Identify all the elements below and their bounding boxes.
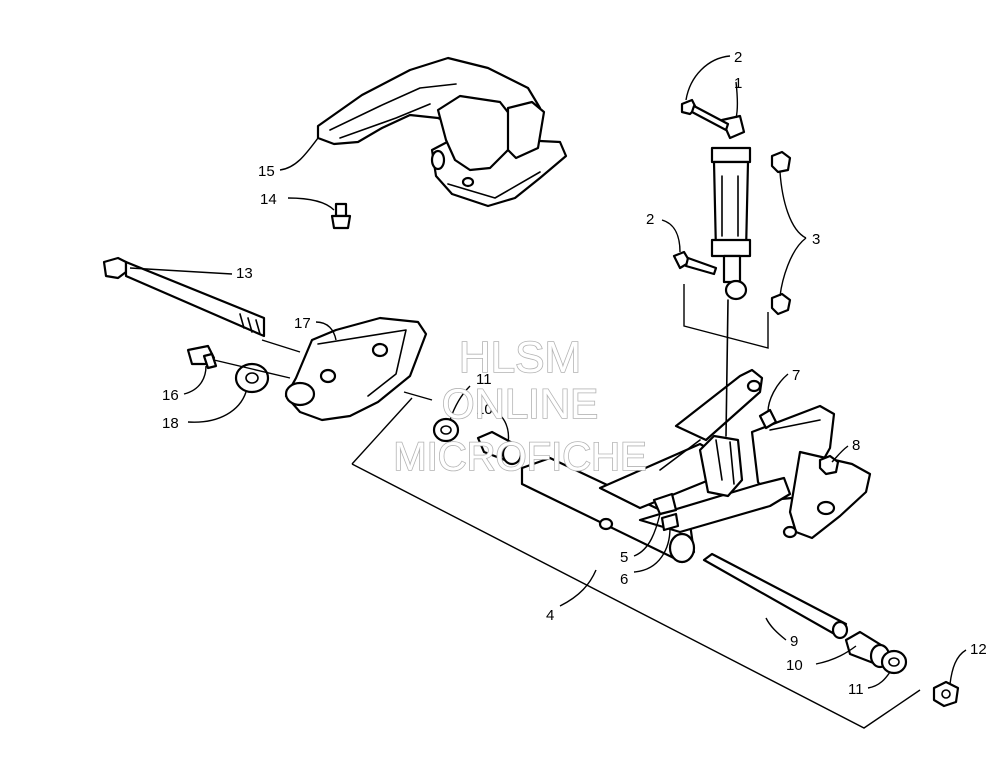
callout-10-left: 10	[476, 401, 493, 418]
callout-labels: 2 1 2 3 4 5 6 7 8 9 10 10 11 11 12 13 14…	[162, 49, 987, 698]
callout-5: 5	[620, 549, 628, 566]
callout-2-lower: 2	[646, 211, 654, 228]
callout-4: 4	[546, 607, 554, 624]
callout-17: 17	[294, 315, 311, 332]
part-2-bolt-upper	[680, 98, 730, 132]
callout-12: 12	[970, 641, 987, 658]
callout-6: 6	[620, 571, 628, 588]
part-4-rear-arm-assembly	[520, 299, 872, 564]
callout-11-right: 11	[848, 681, 864, 698]
watermark-line-1: HLSM	[459, 333, 581, 382]
part-6-pin	[660, 512, 680, 532]
callout-3: 3	[812, 231, 820, 248]
part-1-shock-absorber	[710, 114, 752, 301]
part-16-bolt	[186, 344, 218, 370]
watermark: HLSM ONLINE MICROFICHE	[393, 332, 648, 480]
callout-9: 9	[790, 633, 798, 650]
watermark-line-3: MICROFICHE	[393, 435, 646, 479]
callout-8: 8	[852, 437, 860, 454]
callout-15: 15	[258, 163, 275, 180]
callout-leaders	[129, 55, 967, 689]
callout-1: 1	[734, 75, 742, 92]
callout-16: 16	[162, 387, 179, 404]
part-17-bracket	[284, 316, 428, 422]
part-15-mount-bracket	[316, 56, 568, 208]
callout-7: 7	[792, 367, 800, 384]
part-12-nut	[932, 680, 960, 708]
callout-13: 13	[236, 265, 253, 282]
watermark-line-2: ONLINE	[442, 380, 598, 427]
part-10-bushing-left	[476, 430, 523, 466]
callout-14: 14	[260, 191, 277, 208]
part-3-nut-lower	[770, 292, 792, 316]
part-3-nut-upper	[770, 150, 792, 174]
part-5-bushing	[652, 492, 678, 516]
assembly-lines	[213, 284, 921, 729]
part-11-washer-right	[880, 649, 908, 675]
callout-2-upper: 2	[734, 49, 742, 66]
part-9-shaft	[702, 552, 849, 640]
part-13-through-bolt	[102, 256, 266, 338]
callout-18: 18	[162, 415, 179, 432]
part-14-bolt	[330, 202, 352, 230]
part-2-bolt-lower	[672, 250, 718, 276]
part-7-clip	[758, 408, 778, 430]
part-11-washer-left	[432, 417, 460, 443]
callout-10-right: 10	[786, 657, 803, 674]
part-18-washer	[234, 362, 270, 394]
callout-11-left: 11	[476, 371, 492, 388]
